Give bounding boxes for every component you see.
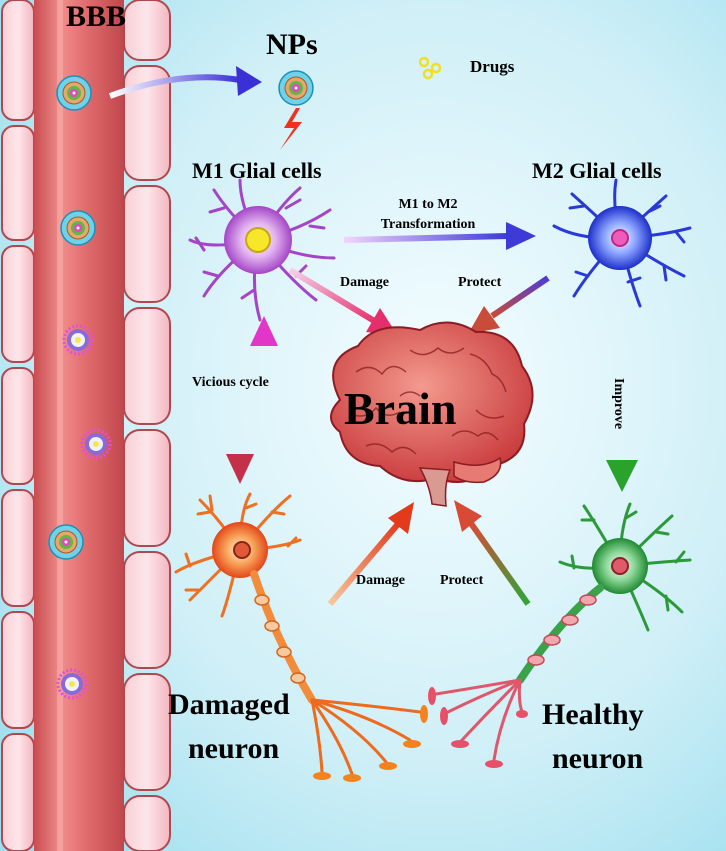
brain-label: Brain bbox=[344, 383, 457, 434]
arrow-head bbox=[388, 502, 414, 534]
m2-glial-label: M2 Glial cells bbox=[532, 158, 662, 183]
nanoparticle-icon bbox=[48, 524, 84, 560]
arrow-healthy-protect-brain bbox=[467, 520, 531, 606]
healthy-neuron-nucleus bbox=[611, 557, 629, 575]
m1-glial-label: M1 Glial cells bbox=[192, 158, 322, 183]
arrow-bbb-to-nps bbox=[108, 74, 241, 99]
damaged-neuron-label-line2: neuron bbox=[188, 732, 280, 765]
arrow-m1-damage-brain bbox=[288, 267, 378, 325]
healthy-neuron-label-line2: neuron bbox=[552, 742, 644, 775]
brain-icon bbox=[330, 321, 534, 507]
transform-label-line1: M1 to M2 bbox=[398, 197, 458, 212]
transform-label-line2: Transformation bbox=[380, 217, 476, 232]
protect-bottom-label: Protect bbox=[440, 573, 484, 588]
damaged-neuron-label-line1: Damaged bbox=[168, 688, 290, 721]
m1-nucleus bbox=[245, 227, 271, 253]
arrow-damaged-damage-brain bbox=[327, 522, 401, 606]
nanoparticle-icon bbox=[60, 210, 96, 246]
arrow-head bbox=[236, 66, 262, 96]
healthy-neuron-axon bbox=[428, 584, 604, 768]
m2-nucleus bbox=[611, 229, 629, 247]
damaged-neuron bbox=[174, 492, 302, 618]
healthy-neuron bbox=[558, 502, 692, 632]
bbb-label: BBB bbox=[66, 0, 127, 33]
improve-label: Improve bbox=[611, 378, 626, 430]
arrow-head bbox=[250, 316, 278, 346]
lightning-icon bbox=[280, 108, 302, 150]
healthy-neuron-label-line1: Healthy bbox=[542, 698, 644, 731]
arrow-head bbox=[454, 500, 482, 532]
nps-label: NPs bbox=[266, 28, 318, 61]
released-nanoparticle-icon bbox=[278, 70, 314, 106]
damaged-neuron-nucleus bbox=[233, 541, 251, 559]
damage-top-label: Damage bbox=[340, 275, 389, 290]
arrow-head bbox=[468, 306, 500, 334]
damage-bottom-label: Damage bbox=[356, 573, 405, 588]
arrow-m2-protect-brain bbox=[490, 275, 550, 319]
arrow-head bbox=[506, 222, 536, 250]
arrow-head bbox=[226, 454, 254, 484]
damaged-neuron-axon bbox=[250, 570, 428, 782]
arrow-head bbox=[606, 460, 638, 492]
drugs-icon bbox=[418, 56, 442, 80]
nanoparticle-icon bbox=[56, 75, 92, 111]
vicious-cycle-label: Vicious cycle bbox=[192, 375, 269, 390]
bbb-vessel bbox=[1, 0, 171, 851]
protect-top-label: Protect bbox=[458, 275, 502, 290]
arrow-m1-to-m2 bbox=[343, 233, 509, 243]
m2-glial-cell bbox=[552, 178, 692, 308]
m1-glial-cell bbox=[188, 178, 336, 322]
drugs-label: Drugs bbox=[470, 57, 515, 76]
